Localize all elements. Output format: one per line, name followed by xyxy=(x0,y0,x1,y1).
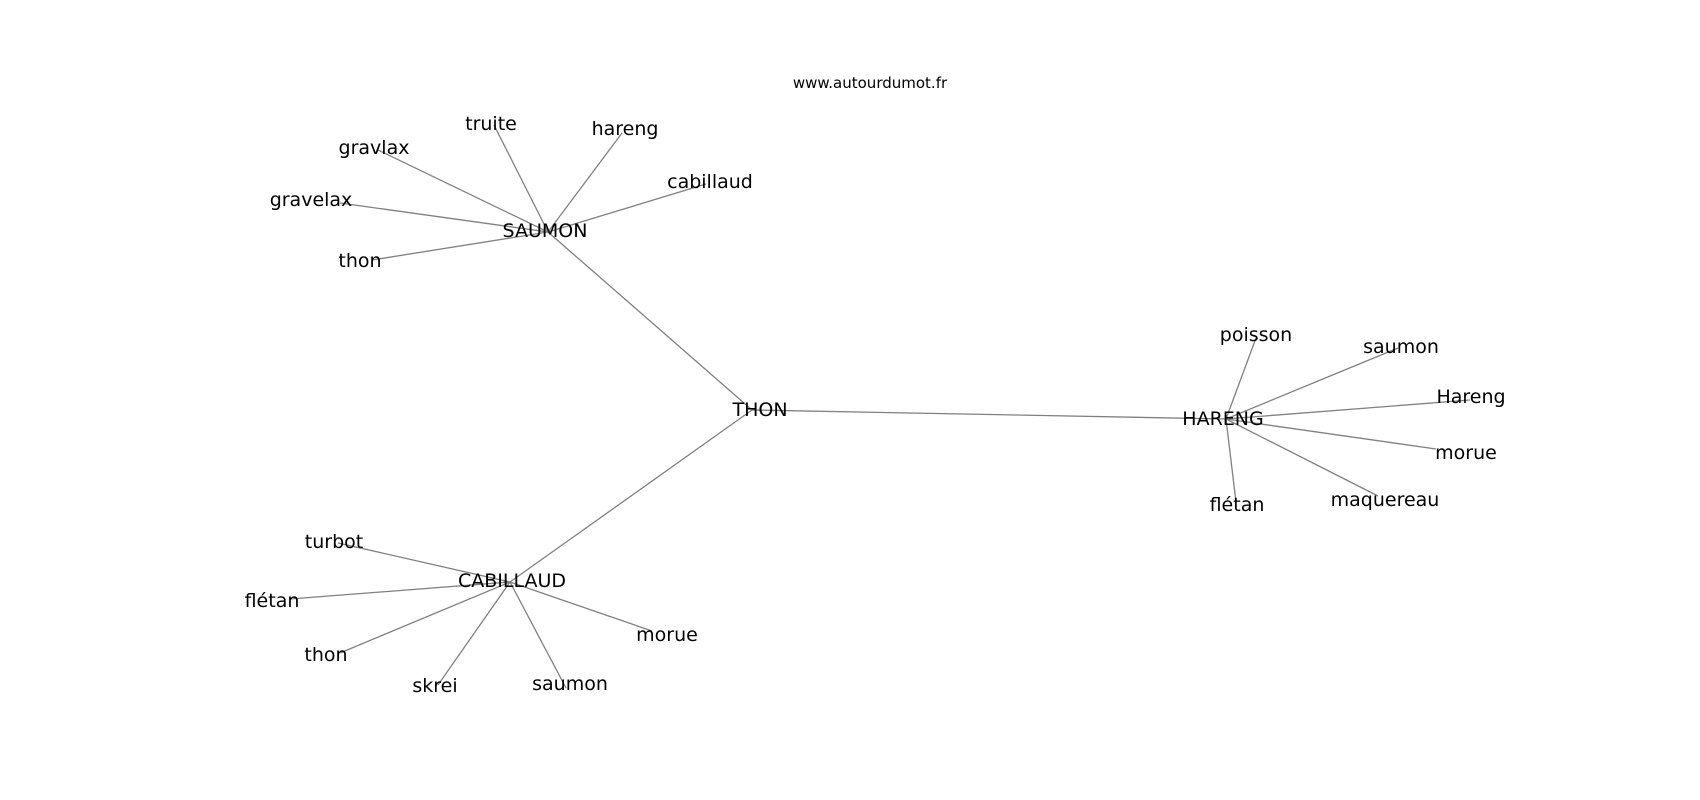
word-node-label: truite xyxy=(465,113,517,135)
edge-hub-to-word xyxy=(509,581,653,632)
word-node-label: morue xyxy=(636,624,698,646)
hub-node-label: CABILLAUD xyxy=(458,570,566,592)
edge-hub-to-word xyxy=(493,124,549,233)
edge-hub-to-word xyxy=(509,581,567,689)
edge-hub-to-word xyxy=(1225,418,1379,497)
edges xyxy=(289,124,1471,689)
hub-node-label: HARENG xyxy=(1182,408,1263,430)
word-node-label: hareng xyxy=(592,118,659,140)
word-node-label: saumon xyxy=(1363,336,1439,358)
word-node-label: turbot xyxy=(305,531,363,553)
edge-hub-to-word xyxy=(1225,347,1399,420)
word-node-label: thon xyxy=(304,644,347,666)
hub-node-label: SAUMON xyxy=(503,220,588,242)
edge-hub-to-word xyxy=(547,132,623,233)
node-labels: THON truite hareng gravlax cabillaud gravelax… xyxy=(245,113,1506,697)
edge-hub-to-word xyxy=(1225,399,1471,420)
word-node-label: saumon xyxy=(532,673,608,695)
edge-center-to-hub xyxy=(509,409,753,583)
edge-hub-to-word xyxy=(337,542,511,583)
edge-hub-to-word xyxy=(437,581,511,686)
word-node-label: morue xyxy=(1435,442,1497,464)
edge-hub-to-word xyxy=(339,202,549,233)
edge-hub-to-word xyxy=(339,581,511,654)
word-node-label: thon xyxy=(338,250,381,272)
edge-hub-to-word xyxy=(1225,418,1237,503)
edge-hub-to-word xyxy=(371,231,549,261)
word-node-label: Hareng xyxy=(1436,386,1505,408)
word-node-label: flétan xyxy=(245,590,300,612)
word-node-label: maquereau xyxy=(1331,489,1440,511)
word-node-label: skrei xyxy=(412,675,457,697)
edge-hub-to-word xyxy=(1225,337,1257,420)
center-node-label: THON xyxy=(731,399,787,421)
edge-hub-to-word xyxy=(377,149,549,233)
word-node-label: cabillaud xyxy=(667,171,753,193)
word-node-label: gravelax xyxy=(270,189,353,211)
edge-hub-to-word xyxy=(547,183,707,233)
edge-hub-to-word xyxy=(1225,418,1437,450)
word-node-label: flétan xyxy=(1210,494,1265,516)
edge-hub-to-word xyxy=(289,581,511,600)
watermark-text: www.autourdumot.fr xyxy=(793,74,948,92)
edge-center-to-hub xyxy=(751,409,1227,420)
edge-center-to-hub xyxy=(547,231,753,411)
word-node-label: poisson xyxy=(1220,324,1292,346)
word-node-label: gravlax xyxy=(339,137,410,159)
